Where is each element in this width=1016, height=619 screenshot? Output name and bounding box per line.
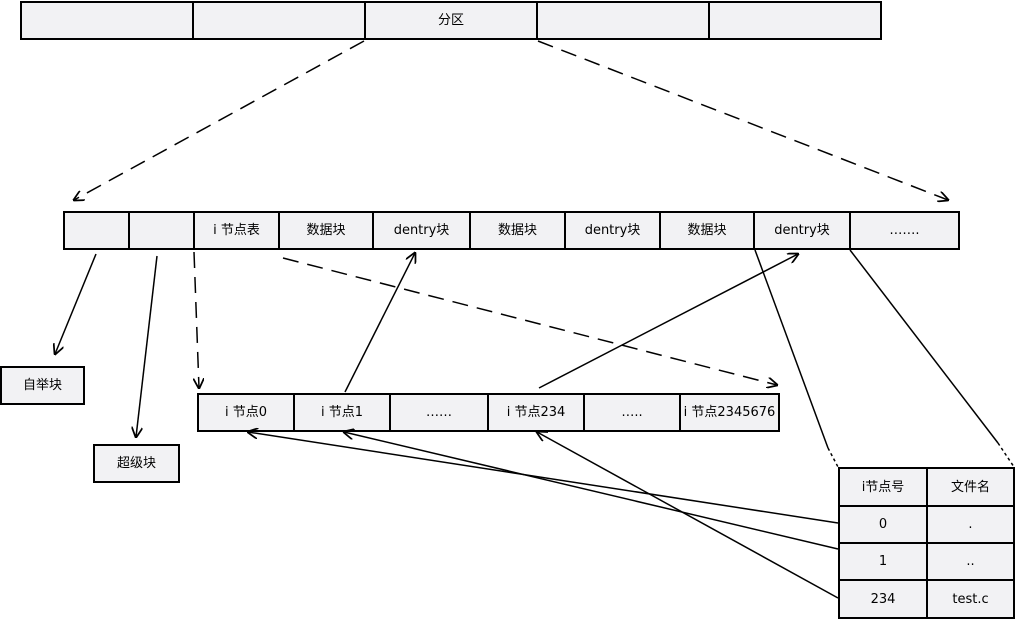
inode1-to-dentry-arrow [344, 253, 415, 393]
entry-0-to-inode0-arrow [248, 432, 839, 524]
dentry-block-2: dentry块 [564, 211, 661, 250]
super-block-arrow [136, 255, 158, 437]
boot-block-arrow [55, 253, 97, 354]
inode-cell-0: i 节点0 [197, 393, 295, 432]
dentry-block-3: dentry块 [753, 211, 851, 250]
inode-table-block: i 节点表 [193, 211, 280, 250]
dentry-row-filename: .. [926, 542, 1015, 581]
inode-cell-1: i 节点1 [293, 393, 391, 432]
inode-ellipsis-1: …… [389, 393, 489, 432]
partition-cell-1 [20, 1, 194, 40]
dentry-expand-left-dash [827, 447, 839, 468]
data-block-2: 数据块 [469, 211, 566, 250]
dentry-expand-right-line [849, 249, 999, 444]
inode-cell-234: i 节点234 [487, 393, 585, 432]
partition-cell-5 [708, 1, 882, 40]
dentry-row-inode: 1 [838, 542, 928, 581]
dentry-row-filename: test.c [926, 579, 1015, 619]
dentry-block-1: dentry块 [372, 211, 471, 250]
dentry-row-inode: 234 [838, 579, 928, 619]
inode-cell-2345676: i 节点2345676 [679, 393, 780, 432]
data-block-3: 数据块 [659, 211, 755, 250]
dentry-row-filename: . [926, 505, 1015, 544]
inode-table-expand-right-arrow [282, 257, 777, 385]
super-block: 超级块 [93, 444, 180, 483]
partition-cell-4 [536, 1, 710, 40]
data-block-1: 数据块 [278, 211, 374, 250]
partition-expand-right-arrow [537, 40, 948, 200]
dentry-row-inode: 0 [838, 505, 928, 544]
inode-table-expand-left-arrow [194, 251, 199, 388]
dentry-expand-right-dash [997, 442, 1015, 468]
entry-234-to-inode234-arrow [537, 432, 839, 599]
partition-expand-left-arrow [74, 40, 365, 200]
dentry-header-inode: i节点号 [838, 467, 928, 507]
entry-1-to-inode1-arrow [344, 432, 839, 550]
inode-ellipsis-2: ….. [583, 393, 681, 432]
partition-label-cell: 分区 [364, 1, 538, 40]
partition-cell-2 [192, 1, 366, 40]
boot-block-slot [63, 211, 130, 250]
super-block-slot [128, 211, 195, 250]
boot-block: 自举块 [0, 366, 85, 405]
dentry-header-filename: 文件名 [926, 467, 1015, 507]
more-blocks-cell: ……. [849, 211, 960, 250]
inode234-to-dentry-arrow [538, 254, 798, 389]
